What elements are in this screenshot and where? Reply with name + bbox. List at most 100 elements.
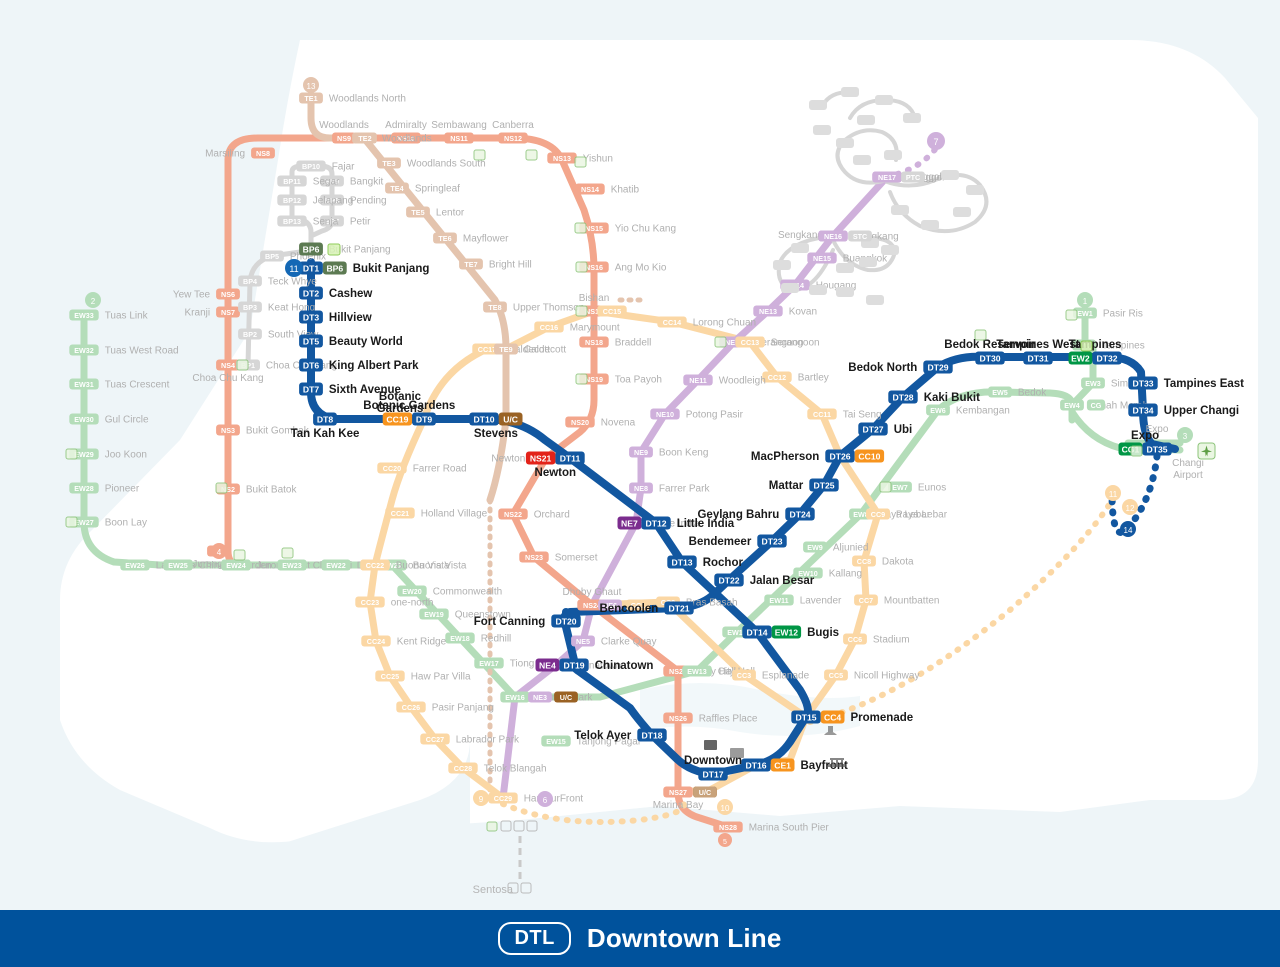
line-code-badge: DTL bbox=[498, 922, 571, 955]
station-label-DT6: King Albert Park bbox=[329, 360, 419, 372]
svg-text:NE4: NE4 bbox=[539, 661, 556, 671]
svg-text:EW23: EW23 bbox=[282, 561, 302, 570]
airplane-icon bbox=[1197, 442, 1216, 460]
station-label-DT21: Bencoolen bbox=[600, 603, 659, 615]
svg-text:NE6: NE6 bbox=[603, 601, 617, 610]
station-pill-DT13[interactable]: DT13 bbox=[667, 555, 697, 569]
station-label-BP11: Segar bbox=[313, 177, 340, 188]
station-label-BP7: Petir bbox=[350, 217, 371, 228]
station-pill-DT17[interactable]: DT17 bbox=[698, 767, 728, 781]
station-pill-DT19[interactable]: DT19 bbox=[559, 658, 589, 672]
station-pill-BP6[interactable]: BP6 bbox=[299, 242, 323, 256]
station-label-DT20: Fort Canning bbox=[474, 616, 546, 628]
station-label-NS21: Newton bbox=[491, 454, 525, 465]
station-label-DT32: Tampines bbox=[1069, 339, 1122, 351]
station-pill-DT34[interactable]: DT34 bbox=[1128, 403, 1158, 417]
station-pill-DT22[interactable]: DT22 bbox=[714, 573, 744, 587]
station-pill-DT23[interactable]: DT23 bbox=[757, 534, 787, 548]
station-pill-NE8: NE8 bbox=[629, 482, 653, 494]
station-pill-DT28[interactable]: DT28 bbox=[888, 390, 918, 404]
svg-text:DT17: DT17 bbox=[702, 770, 723, 780]
station-label-NS7: Kranji bbox=[185, 308, 211, 319]
station-pill-CC19[interactable]: CC19 bbox=[382, 412, 413, 426]
station-pill-DT10[interactable]: DT10 bbox=[469, 412, 499, 426]
station-pill-DT21[interactable]: DT21 bbox=[664, 601, 694, 615]
station-pill-DT32[interactable]: DT32 bbox=[1092, 351, 1122, 365]
station-pill-DT20[interactable]: DT20 bbox=[551, 614, 581, 628]
station-label-CC17: Caldecott bbox=[508, 345, 550, 356]
station-pill-CE1[interactable]: CE1 bbox=[770, 758, 795, 772]
station-pill-DT35[interactable]: DT35 bbox=[1142, 442, 1172, 456]
svg-text:DT7: DT7 bbox=[303, 385, 319, 395]
station-pill-NE4[interactable]: NE4 bbox=[535, 658, 560, 672]
svg-text:CC19: CC19 bbox=[386, 415, 408, 425]
station-pill-BP6[interactable]: BP6 bbox=[322, 261, 347, 275]
lrt-minor-station bbox=[921, 220, 939, 230]
station-pill-DT30[interactable]: DT30 bbox=[975, 351, 1005, 365]
svg-text:NS8: NS8 bbox=[256, 149, 270, 158]
station-pill-BP5: BP5 bbox=[260, 250, 284, 262]
station-pill-DT18[interactable]: DT18 bbox=[637, 728, 667, 742]
station-pill-EW23: EW23 bbox=[277, 559, 307, 571]
station-pill-DT1[interactable]: DT1 bbox=[299, 261, 323, 275]
station-pill-DT33[interactable]: DT33 bbox=[1128, 376, 1158, 390]
station-pill-CC4[interactable]: CC4 bbox=[820, 710, 845, 724]
svg-text:DT25: DT25 bbox=[813, 481, 834, 491]
station-pill-DT9[interactable]: DT9 bbox=[412, 412, 436, 426]
station-pill-DT8[interactable]: DT8 bbox=[313, 412, 337, 426]
station-pill-NE7[interactable]: NE7 bbox=[617, 516, 642, 530]
station-label-CC25: Haw Par Villa bbox=[411, 672, 471, 683]
svg-text:NS12: NS12 bbox=[504, 134, 522, 143]
svg-text:CC26: CC26 bbox=[402, 703, 420, 712]
station-pill-DT29[interactable]: DT29 bbox=[923, 360, 953, 374]
station-pill-EW9: EW9 bbox=[803, 541, 827, 553]
station-label-DT26: MacPherson bbox=[751, 451, 819, 463]
station-pill-DT12[interactable]: DT12 bbox=[641, 516, 671, 530]
lrt-minor-station bbox=[884, 150, 902, 160]
svg-text:CC4: CC4 bbox=[824, 713, 841, 723]
station-pill-DT14[interactable]: DT14 bbox=[742, 625, 772, 639]
station-pill-DT31[interactable]: DT31 bbox=[1023, 351, 1053, 365]
station-pill-DT11[interactable]: DT11 bbox=[555, 451, 585, 465]
station-pill-NS12: NS12 bbox=[498, 132, 528, 144]
station-pill-EW2[interactable]: EW2 bbox=[1068, 351, 1093, 365]
station-pill-DT7[interactable]: DT7 bbox=[299, 382, 323, 396]
svg-text:2: 2 bbox=[91, 297, 96, 306]
station-pill-CC26: CC26 bbox=[396, 701, 426, 713]
station-pill-DT25[interactable]: DT25 bbox=[809, 478, 839, 492]
svg-text:NS26: NS26 bbox=[669, 714, 687, 723]
station-pill-NS21[interactable]: NS21 bbox=[525, 451, 556, 465]
station-pill-DT2[interactable]: DT2 bbox=[299, 286, 323, 300]
station-pill-EW12[interactable]: EW12 bbox=[771, 625, 802, 639]
station-label-NE17: Punggol bbox=[908, 173, 945, 184]
svg-text:EW19: EW19 bbox=[424, 610, 444, 619]
station-pill-DT26[interactable]: DT26 bbox=[825, 449, 855, 463]
svg-text:7: 7 bbox=[933, 137, 938, 147]
station-pill-DT24[interactable]: DT24 bbox=[785, 507, 815, 521]
station-pill-DT6[interactable]: DT6 bbox=[299, 358, 323, 372]
station-label-TE7: Bright Hill bbox=[489, 260, 532, 271]
svg-text:EW16: EW16 bbox=[505, 693, 525, 702]
station-pill-DT3[interactable]: DT3 bbox=[299, 310, 323, 324]
station-pill-CC10[interactable]: CC10 bbox=[854, 449, 885, 463]
svg-text:CC28: CC28 bbox=[454, 764, 472, 773]
lrt-minor-station bbox=[853, 155, 871, 165]
station-pill-DT16[interactable]: DT16 bbox=[741, 758, 771, 772]
svg-text:NS27: NS27 bbox=[669, 788, 687, 797]
station-pill-DT5[interactable]: DT5 bbox=[299, 334, 323, 348]
station-pill-BP8: BP8 bbox=[320, 194, 344, 206]
station-label-NE16: Sengkang bbox=[778, 230, 823, 241]
station-pill-BP3: BP3 bbox=[238, 301, 262, 313]
station-pill-U/C[interactable]: U/C bbox=[498, 412, 523, 426]
station-pill-DT15[interactable]: DT15 bbox=[791, 710, 821, 724]
svg-text:EW28: EW28 bbox=[74, 484, 94, 493]
station-label-NE8: Farrer Park bbox=[659, 484, 711, 495]
station-pill-NS9: NS9 bbox=[332, 132, 356, 144]
svg-text:CC23: CC23 bbox=[361, 598, 379, 607]
station-pill-NE15: NE15 bbox=[807, 252, 837, 264]
station-pill-DT27[interactable]: DT27 bbox=[858, 422, 888, 436]
svg-text:BP5: BP5 bbox=[265, 252, 279, 261]
svg-text:NE10: NE10 bbox=[656, 410, 674, 419]
